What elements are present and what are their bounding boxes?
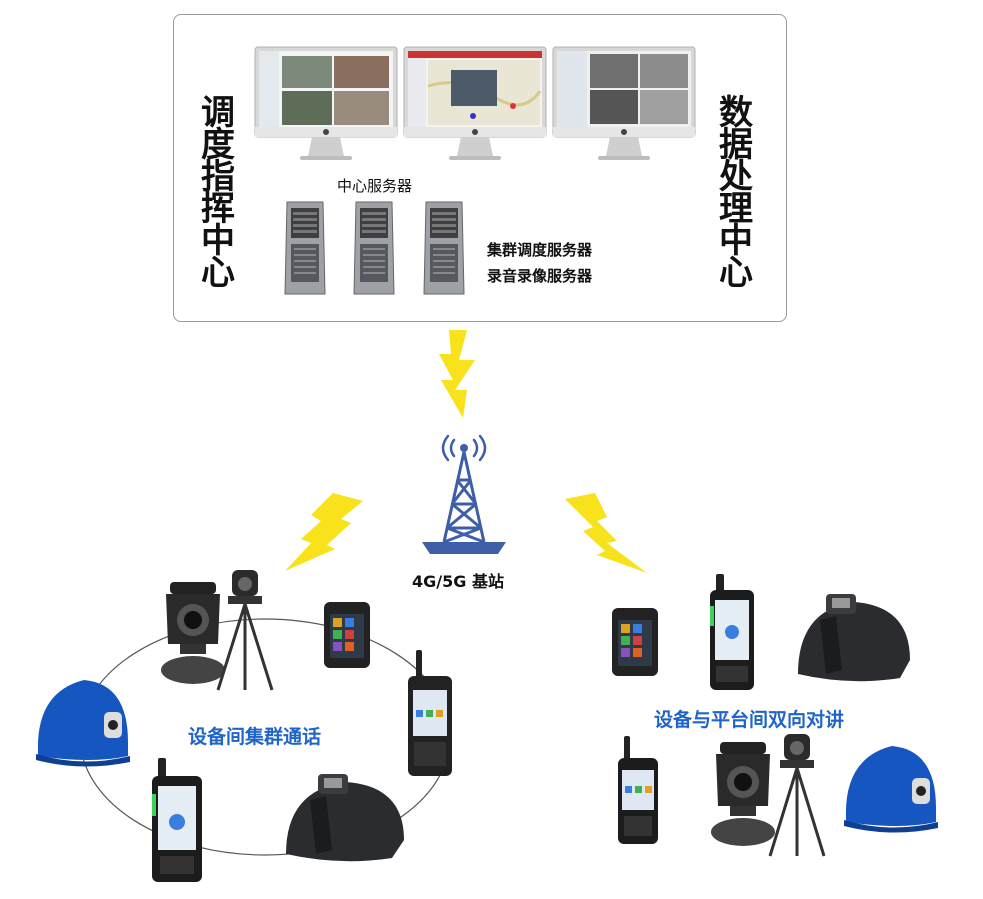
data-center-title: 数据处理中心 bbox=[712, 94, 753, 286]
walkie-talkie-right-bottom bbox=[614, 736, 662, 846]
base-station-label: 4G/5G 基站 bbox=[412, 572, 504, 591]
ptz-camera-right bbox=[708, 738, 778, 850]
helmet-camera-right bbox=[840, 738, 940, 838]
monitor-2 bbox=[403, 46, 547, 166]
monitor-1 bbox=[254, 46, 398, 166]
tripod-camera-left bbox=[212, 566, 278, 694]
server-line-recording: 录音录像服务器 bbox=[487, 267, 593, 285]
server-line-dispatch: 集群调度服务器 bbox=[487, 241, 593, 259]
right-group-label: 设备与平台间双向对讲 bbox=[654, 709, 845, 731]
tactical-helmet-right bbox=[792, 590, 916, 686]
server-tower-2 bbox=[350, 200, 396, 296]
central-server-label: 中心服务器 bbox=[337, 177, 413, 195]
lightning-icon-top bbox=[437, 330, 477, 418]
ptz-camera-left bbox=[158, 578, 228, 688]
base-station-tower-icon bbox=[416, 430, 512, 558]
server-tower-1 bbox=[281, 200, 327, 296]
left-group-label: 设备间集群通话 bbox=[188, 726, 322, 748]
server-list: 集群调度服务器 录音录像服务器 bbox=[487, 237, 592, 289]
walkie-talkie-right-top bbox=[706, 574, 758, 692]
lightning-icon-left bbox=[285, 493, 365, 571]
server-tower-3 bbox=[420, 200, 466, 296]
helmet-camera-left bbox=[32, 672, 132, 772]
dispatch-center-title: 调度指挥中心 bbox=[194, 94, 235, 286]
tripod-camera-right bbox=[764, 730, 830, 860]
monitor-3 bbox=[552, 46, 696, 166]
body-camera-right bbox=[610, 606, 660, 678]
tactical-helmet-left bbox=[280, 770, 410, 866]
walkie-talkie-left-right bbox=[404, 650, 456, 778]
body-camera-left bbox=[322, 600, 372, 670]
lightning-icon-right bbox=[565, 493, 647, 573]
walkie-talkie-left-bottom bbox=[148, 758, 206, 884]
